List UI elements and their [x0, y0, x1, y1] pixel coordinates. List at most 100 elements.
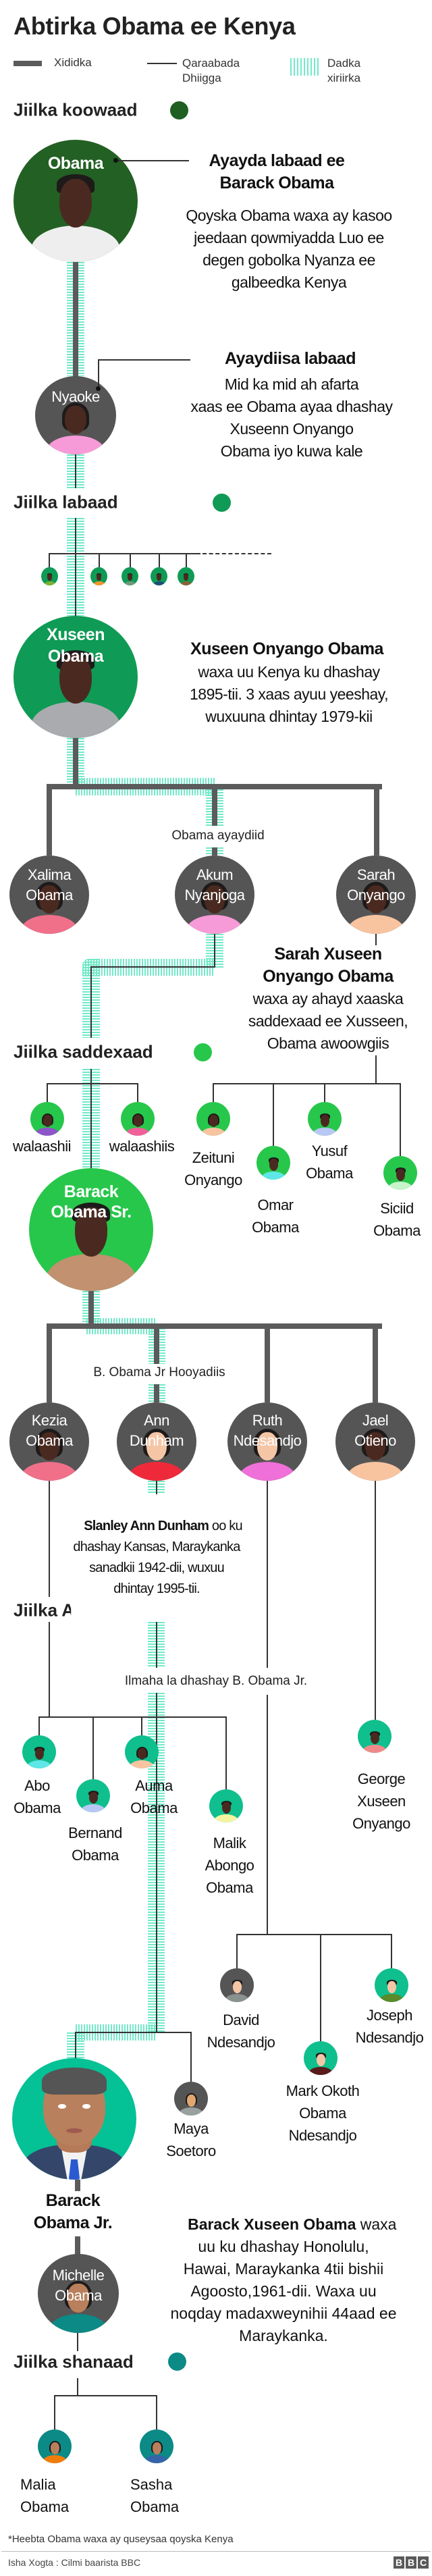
bbc-logo-letter: C: [418, 2556, 429, 2569]
person-xuseen-obama: Xuseen Obama: [14, 616, 138, 738]
person-walaashii: [30, 1102, 64, 1136]
head-icon: [50, 2442, 59, 2454]
blood-line: [267, 1695, 268, 1935]
person-name: Obama: [47, 154, 104, 173]
shirt-icon: [379, 1994, 404, 2002]
shirt-icon: [20, 1462, 78, 1481]
note-body: Qoyska Obama waxa ay kasoo jeedaan qowmi…: [186, 207, 392, 291]
source-text: Isha Xogta : Cilmi baarista BBC: [8, 2557, 141, 2568]
person-label: Maya Soetoro: [166, 2120, 216, 2159]
note-bold: Slanley Ann Dunham: [84, 1519, 209, 1533]
sibling-drop: [236, 1934, 238, 1968]
siblings-line: [39, 1716, 227, 1718]
person-name: Nyaoke: [51, 388, 100, 405]
descent-line: [73, 262, 78, 377]
person-zeituni-onyango: [196, 1102, 230, 1136]
head-icon: [47, 574, 52, 581]
head-icon: [128, 574, 132, 581]
sibling-drop: [38, 1716, 40, 1735]
head-icon: [68, 2284, 89, 2313]
note-heading: Sarah Xuseen Onyango Obama: [263, 945, 394, 986]
shirt-icon: [308, 2067, 333, 2075]
generation-3-label: Jiilka saddexaad: [14, 1041, 153, 1062]
person-label: Yusuf Obama: [306, 1142, 353, 1182]
person-akum-nyanjoga: Akum Nyanjoga: [175, 856, 254, 934]
blood-line: [156, 1481, 157, 1494]
note-barack-jr: Barack Xuseen Obama waxa uu ku dhashay H…: [170, 2191, 396, 2369]
siblings-line: [213, 1083, 401, 1084]
footnote: *Heebta Obama waxa ay quseysaa qoyska Ke…: [8, 2533, 234, 2545]
person-name: Xalima Obama: [26, 866, 73, 903]
generation-1-label: Jiilka koowaad: [14, 99, 138, 120]
person-label: Malia Obama: [20, 2476, 70, 2515]
shirt-icon: [186, 915, 244, 934]
shirt-icon: [347, 915, 405, 934]
blood-line: [375, 1481, 376, 1720]
connector-label-children: Ilmaha la dhashay B. Obama Jr.: [124, 1674, 308, 1689]
person-malik-abongo-obama: [209, 1789, 243, 1822]
descent-line: [154, 1323, 159, 1364]
legend-related-swatch: [290, 58, 319, 76]
person-david-ndesandjo: [220, 1968, 254, 2002]
descent-line: [75, 2180, 80, 2191]
blood-line: [156, 1622, 157, 1668]
shirt-icon: [201, 1128, 225, 1136]
sibling-drop: [273, 1083, 274, 1146]
descent-line: [374, 784, 379, 856]
head-icon: [396, 1169, 405, 1181]
note-ann-dunham: Slanley Ann Dunham oo ku dhashay Kansas,…: [71, 1495, 243, 1621]
head-icon: [269, 1159, 278, 1171]
head-icon: [184, 574, 188, 581]
descent-line: [154, 1384, 159, 1402]
blood-line: [75, 518, 76, 616]
head-icon: [59, 654, 92, 704]
shirt-icon: [180, 581, 192, 585]
sibling-drop: [92, 1716, 94, 1779]
shirt-icon: [225, 1994, 249, 2002]
generation-2-label: Jiilka labaad: [14, 492, 118, 512]
head-icon: [152, 2442, 161, 2454]
shirt-icon: [46, 436, 105, 454]
head-icon: [387, 1981, 396, 1993]
person-barack-obama-sr: Barack Obama Sr.: [29, 1168, 153, 1291]
head-icon: [364, 1432, 386, 1461]
callout-line: [115, 160, 189, 161]
person-sarah-onyango: Sarah Onyango: [336, 856, 416, 934]
footer-divider: [1, 2551, 431, 2552]
mouth: [66, 2128, 82, 2133]
person-barack-obama-jr-portrait: [12, 2058, 136, 2180]
head-icon: [209, 1115, 218, 1127]
person-label: David Ndesandjo: [207, 2012, 275, 2051]
siblings-line: [237, 1934, 392, 1935]
head-icon: [97, 574, 101, 581]
connector-label-grandmother: Obama ayaydiid: [171, 829, 265, 843]
person-abo-obama: [22, 1735, 56, 1768]
head-icon: [38, 885, 60, 914]
head-icon: [59, 178, 92, 228]
blood-line: [90, 966, 215, 968]
person-joseph-ndesandjo: [375, 1968, 408, 2002]
shirt-icon: [346, 1462, 404, 1481]
head-icon: [186, 2095, 196, 2107]
note-body: Mid ka mid ah afarta xaas ee Obama ayaa …: [190, 375, 393, 460]
head-icon: [43, 1115, 52, 1127]
generation-1-dot: [170, 101, 188, 120]
head-icon: [133, 1115, 142, 1127]
blood-line: [49, 1622, 50, 1717]
person-name: Akum Nyanjoga: [184, 866, 245, 903]
legend-blood-label: Qaraabada Dhiigga: [182, 57, 240, 84]
person-name: Ruth Ndesandjo: [233, 1412, 302, 1449]
person-name: Michelle Obama: [52, 2267, 105, 2304]
blood-line: [75, 454, 76, 488]
note-body: oo ku dhashay Kansas, Maraykanka sanadki…: [73, 1519, 242, 1596]
head-icon: [157, 574, 161, 581]
connector-label-mother: B. Obama Jr Hooyadiis: [93, 1365, 225, 1380]
person-label: Siciid Obama: [373, 1200, 421, 1239]
generation-5-dot: [168, 2352, 186, 2371]
bbc-logo-letter: B: [406, 2556, 416, 2569]
shirt-icon: [43, 581, 56, 585]
sibling-drop: [159, 553, 160, 568]
person-ann-dunham: Ann Dunham: [117, 1402, 196, 1481]
note-heading: Xuseen Onyango Obama: [190, 639, 383, 658]
sibling-avatar: [151, 567, 167, 585]
